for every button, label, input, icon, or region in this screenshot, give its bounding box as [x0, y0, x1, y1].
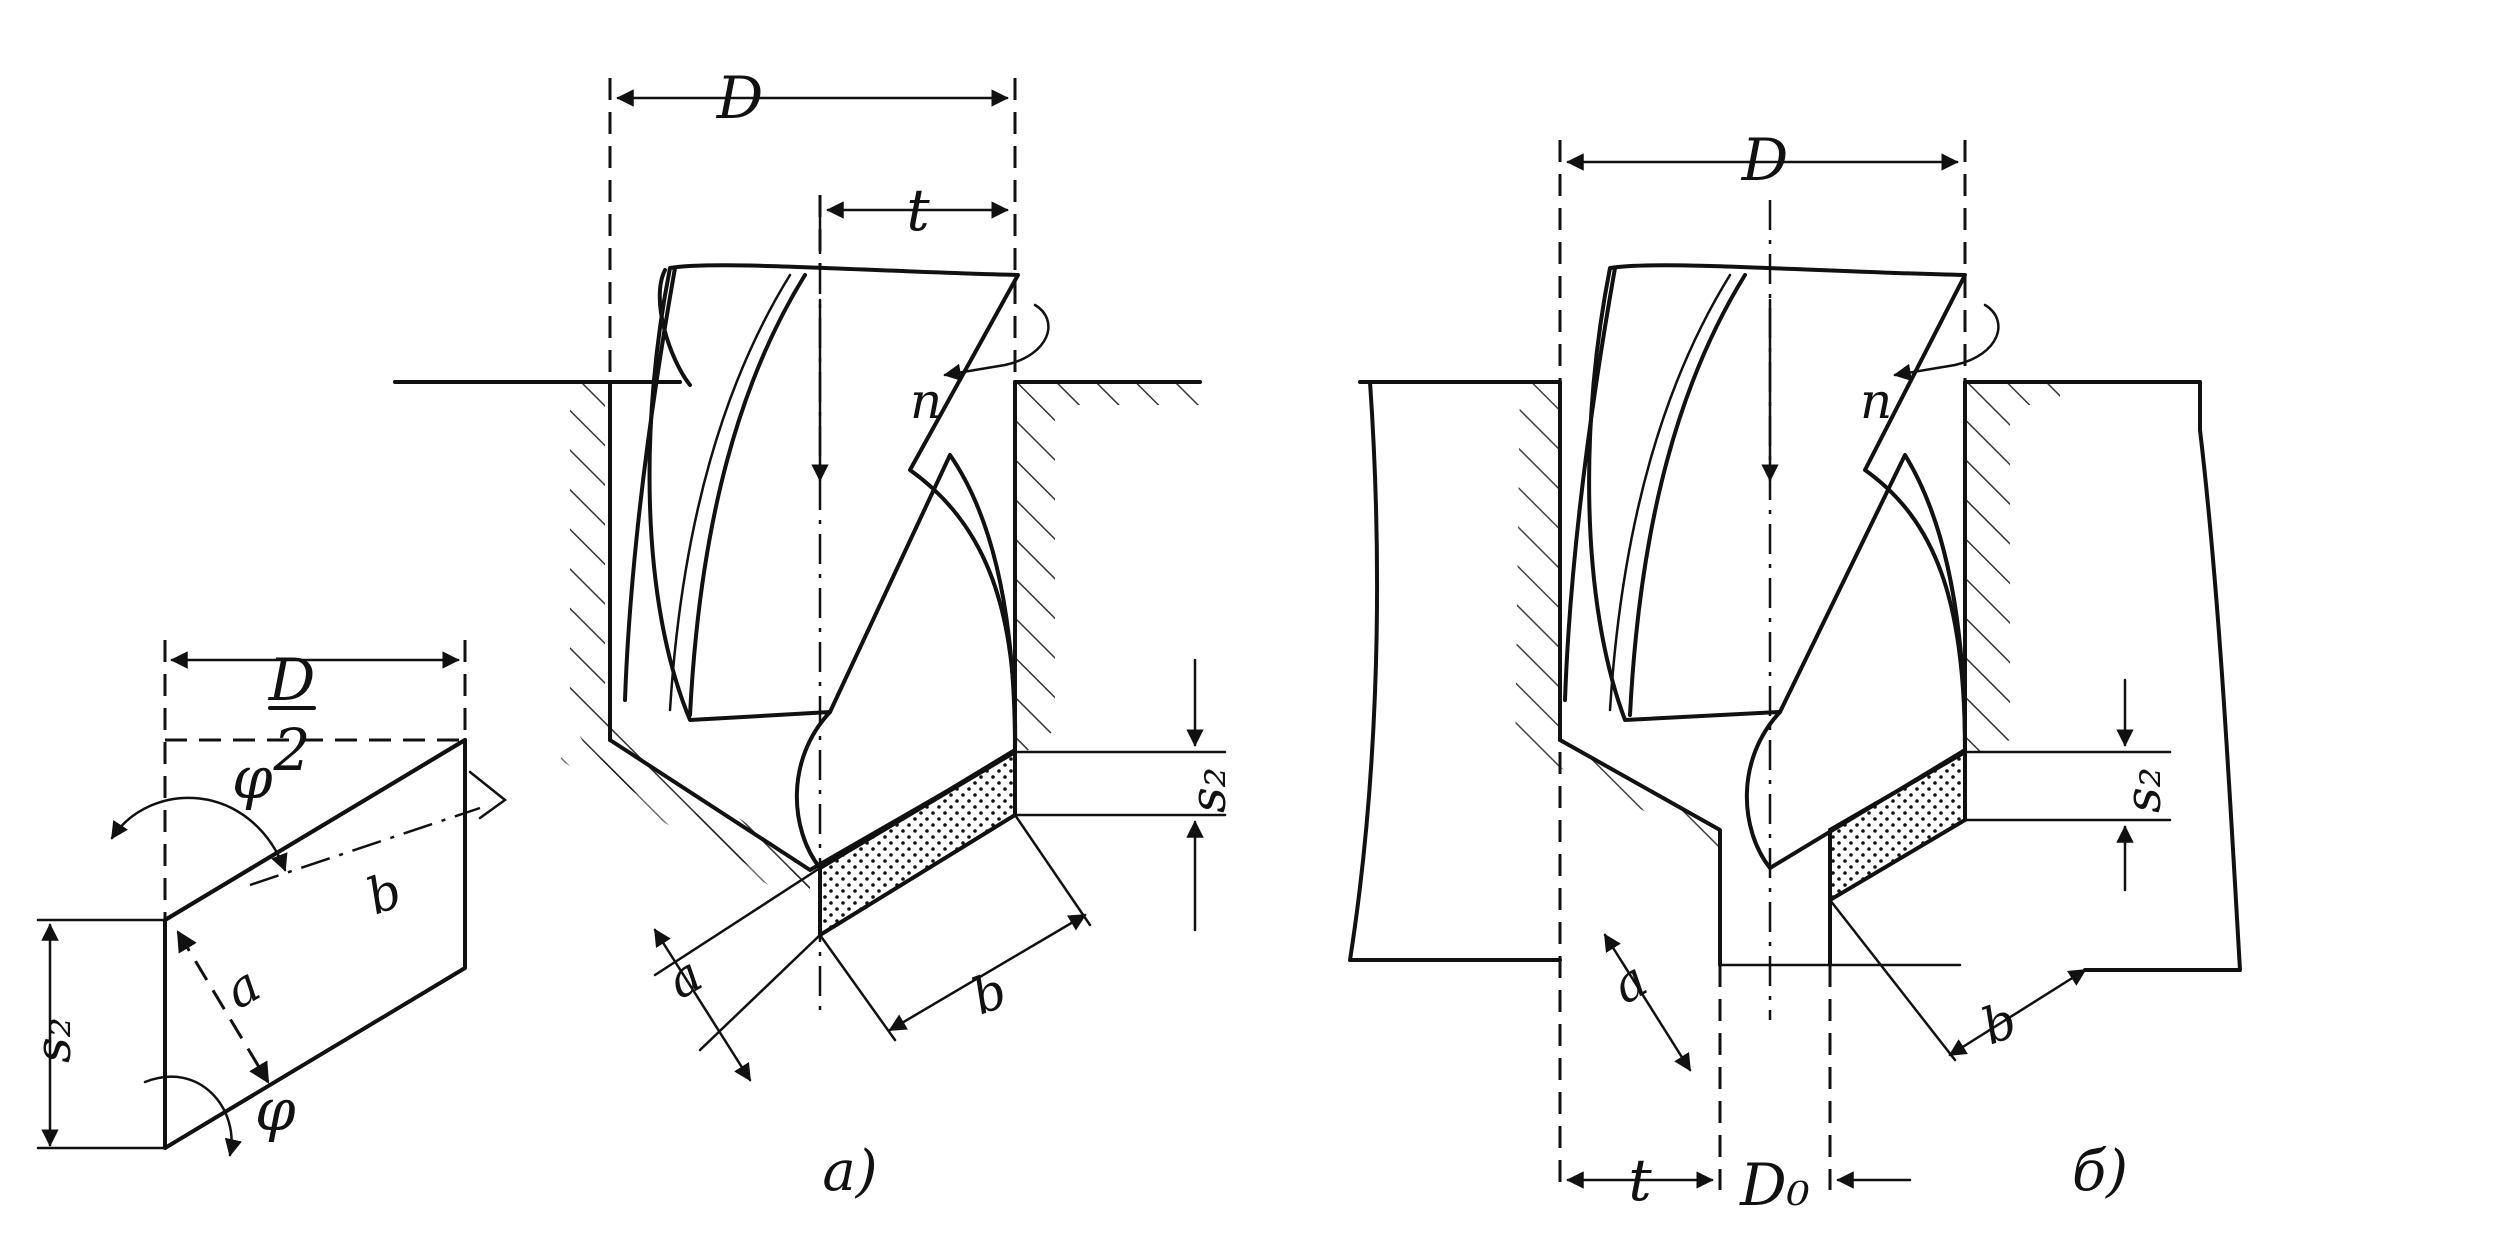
label-a-n: n: [910, 372, 942, 430]
chip-cross-section-sketch: D 2 φ φ b a s₂: [24, 640, 508, 1157]
half-diameter-denominator: 2: [273, 716, 311, 784]
drill-a-cutting-edge: [828, 453, 1017, 752]
angle-arc-bottom: [143, 1075, 242, 1157]
label-b-b: b: [1974, 991, 2024, 1056]
chip-width-axis: [249, 806, 481, 887]
figure-a-solid-drilling: D t n s₂ a b a): [393, 64, 1237, 1204]
label-b-s2: s₂: [2114, 767, 2172, 813]
caption-a: a): [822, 1139, 877, 1204]
dim-b-b-ext: [1828, 898, 1957, 1062]
dim-b-a-line: [1603, 933, 1692, 1072]
dim-a-a-line: [653, 928, 752, 1082]
dim-b-b-line: [1948, 968, 2087, 1057]
workpiece-b-hatch-left: [1515, 382, 1720, 850]
drill-b-cutting-edge: [1778, 453, 1967, 752]
label-a-D: D: [716, 64, 764, 132]
workpiece-b-outline-right: [1963, 380, 2242, 972]
chip-cut-line: [163, 738, 467, 922]
workpiece-b-hatch-right: [1965, 382, 2060, 760]
drill-b-flute-2: [1628, 273, 1747, 717]
chip-thickness-line: [176, 930, 270, 1084]
caption-b: б): [2072, 1139, 2128, 1204]
label-a-a: a: [657, 945, 712, 1010]
dim-a-b-ext-2: [1013, 813, 1092, 927]
dim-a-a-ext-2: [698, 933, 822, 1052]
angle-bottom-label: φ: [255, 1076, 296, 1144]
label-b-D0: D₀: [1739, 1151, 1810, 1219]
drill-a-flute-2: [688, 273, 807, 717]
hole-b-bottom-left: [1558, 738, 1722, 967]
label-a-s2: s₂: [1179, 767, 1237, 813]
rotation-arrow-a: [943, 303, 1050, 382]
feed-label: s₂: [24, 1017, 82, 1063]
dim-a-b-line: [888, 913, 1087, 1032]
workpiece-a-hatch-left: [395, 382, 810, 905]
drill-b-flute-1: [1563, 266, 1617, 702]
dim-a-b-ext-1: [818, 933, 897, 1042]
half-diameter-numerator: D: [268, 646, 316, 714]
label-b-t: t: [1628, 1146, 1652, 1214]
drill-a-tip: [657, 268, 692, 387]
label-a-b: b: [964, 961, 1014, 1026]
figure-b-reaming: D n s₂ a b t D₀ б): [1348, 126, 2242, 1219]
drill-a-flute-3: [668, 273, 792, 712]
rotation-arrow-b: [1893, 303, 2000, 382]
drill-b-flute-3: [1608, 273, 1732, 712]
chip-a: [818, 748, 1017, 939]
chip-b: [1828, 748, 1967, 904]
label-b-n: n: [1860, 372, 1892, 430]
label-a-t: t: [906, 176, 930, 244]
label-b-D: D: [1741, 126, 1789, 194]
chip-thickness-label: a: [215, 955, 270, 1020]
workpiece-a-hatch-right: [1015, 382, 1200, 760]
dim-a-a-ext-1: [653, 866, 822, 977]
angle-top-label: φ: [232, 744, 273, 812]
workpiece-a-hatch-bottom: [560, 740, 810, 910]
chip-width-label: b: [359, 861, 409, 926]
small-edge-arrow: [468, 770, 508, 820]
angle-arc-top: [110, 796, 288, 872]
